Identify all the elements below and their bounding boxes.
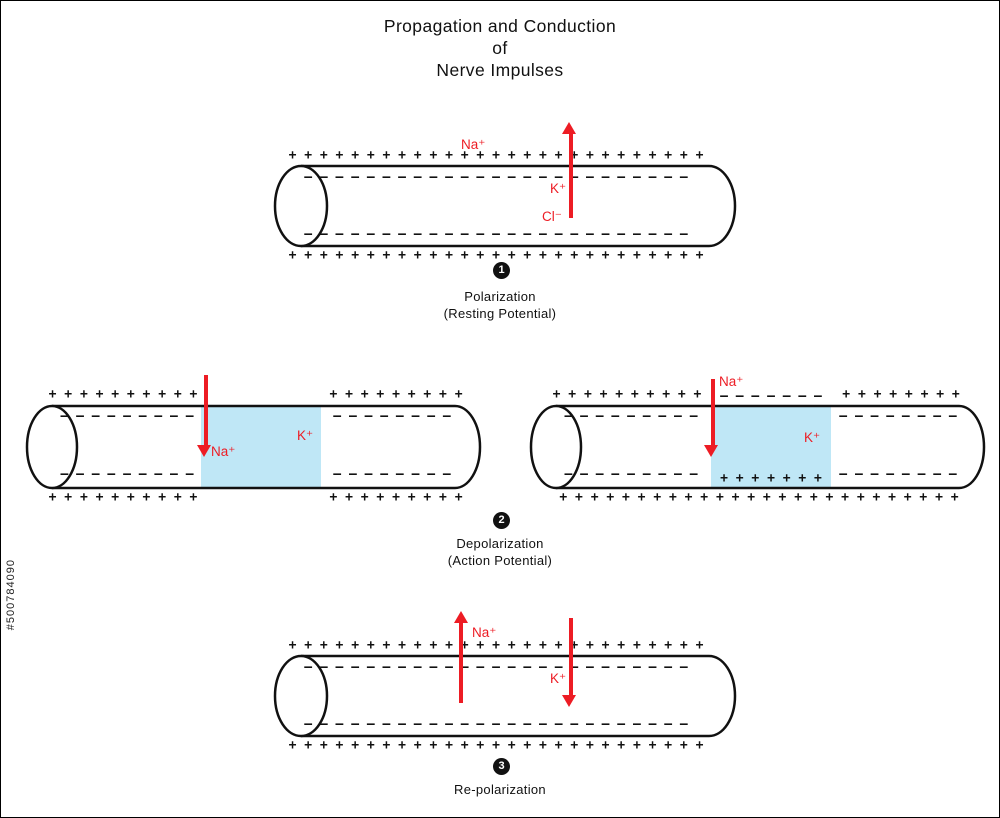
negative-charges-row: – – – – – – – — [720, 389, 822, 404]
axon-cylinder-stage1 — [273, 164, 737, 248]
negative-charges-row: – – – – – – – – – — [564, 409, 698, 424]
stage2-number-badge: 2 — [493, 512, 510, 529]
diagram-title-line1: Propagation and Conduction — [383, 16, 617, 36]
stage2-label: Depolarization — [456, 536, 544, 551]
positive-charges-row: + + + + + + + + + + — [48, 387, 198, 402]
negative-charges-row: – – – – – – – – – — [60, 467, 194, 482]
positive-charges-row: + + + + + + + + + — [329, 490, 463, 505]
axon-cylinder-stage3 — [273, 654, 737, 738]
potassium-ion-label: K⁺ — [804, 430, 821, 445]
potassium-influx-arrow-shaft — [569, 618, 573, 695]
axon-cylinder-stage2-left — [25, 404, 482, 490]
negative-charges-row: – – – – – – – – — [333, 409, 451, 424]
stage1-sublabel: (Resting Potential) — [443, 306, 557, 321]
stage2-sublabel: (Action Potential) — [447, 553, 553, 568]
negative-charges-row: – – – – – – – – – – – – – – – – – – – – … — [304, 717, 688, 732]
ion-flow-arrow-head — [562, 122, 576, 134]
depolarized-region — [711, 407, 831, 487]
negative-charges-row: – – – – – – – – — [839, 467, 957, 482]
stage3-number-badge: 3 — [493, 758, 510, 775]
positive-charges-row: + + + + + + + + + + — [552, 387, 702, 402]
positive-charges-row: + + + + + + + + + + + + + + + + + + + + … — [288, 738, 704, 753]
potassium-ion-label: K⁺ — [297, 428, 314, 443]
potassium-ion-label: K⁺ — [550, 671, 567, 686]
sodium-ion-label: Na⁺ — [472, 625, 497, 640]
sodium-influx-arrow-shaft — [711, 379, 715, 445]
stage3-label: Re-polarization — [454, 782, 546, 797]
potassium-ion-label: K⁺ — [550, 181, 567, 196]
ion-flow-arrow-shaft — [569, 132, 573, 218]
negative-charges-row: – – – – – – – – – — [60, 409, 194, 424]
stock-watermark: #500784090 — [5, 559, 17, 631]
diagram-title-line3: Nerve Impulses — [436, 60, 564, 80]
negative-charges-row: – – – – – – – – – – – – – – – – – – – – … — [304, 170, 688, 185]
depolarized-region — [201, 407, 321, 487]
sodium-influx-arrow-head — [197, 445, 211, 457]
positive-charges-row: + + + + + + + + + + + + + + + + + + + + … — [288, 248, 704, 263]
negative-charges-row: – – – – – – – – – — [564, 467, 698, 482]
axon-cylinder-stage2-right — [529, 404, 986, 490]
diagram-title-line2: of — [492, 38, 508, 58]
sodium-efflux-arrow-head — [454, 611, 468, 623]
stage1-label: Polarization — [464, 289, 536, 304]
sodium-ion-label: Na⁺ — [211, 444, 236, 459]
sodium-influx-arrow-shaft — [204, 375, 208, 445]
negative-charges-row: – – – – – – – – — [333, 467, 451, 482]
sodium-ion-label: Na⁺ — [719, 374, 744, 389]
potassium-influx-arrow-head — [562, 695, 576, 707]
chloride-ion-label: Cl⁻ — [542, 209, 562, 224]
stage1-number-badge: 1 — [493, 262, 510, 279]
positive-charges-row: + + + + + + + + + — [329, 387, 463, 402]
negative-charges-row: – – – – – – – – – – – – – – – – – – – – … — [304, 227, 688, 242]
positive-charges-row: + + + + + + + + + + — [48, 490, 198, 505]
negative-charges-row: – – – – – – – – — [839, 409, 957, 424]
positive-charges-row: + + + + + + + + + + + + + + + + + + + + … — [288, 638, 704, 653]
negative-charges-row: – – – – – – – – – – – – – – – – – – – – … — [304, 660, 688, 675]
positive-charges-row: + + + + + + + + — [842, 387, 960, 402]
sodium-efflux-arrow-shaft — [459, 621, 463, 703]
sodium-ion-label: Na⁺ — [461, 137, 486, 152]
positive-charges-row: + + + + + + + — [720, 471, 822, 486]
positive-charges-row: + + + + + + + + + + + + + + + + + + + + … — [288, 148, 704, 163]
positive-charges-row: + + + + + + + + + + + + + + + + + + + + … — [559, 490, 959, 505]
sodium-influx-arrow-head — [704, 445, 718, 457]
